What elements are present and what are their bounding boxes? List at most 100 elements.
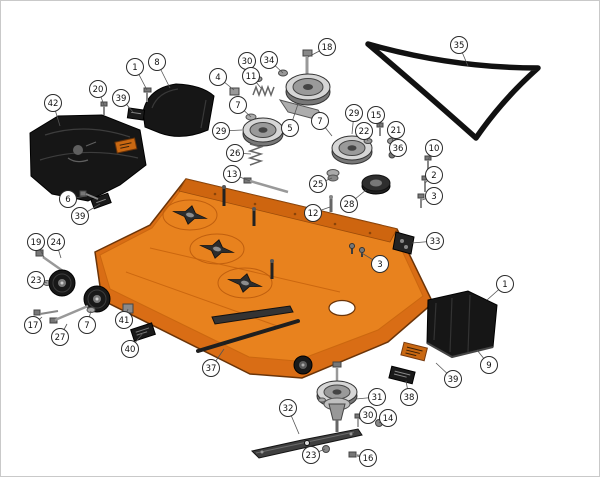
- callout-39[interactable]: 39: [71, 203, 101, 225]
- callout-circle[interactable]: [121, 340, 139, 358]
- callout-circle[interactable]: [115, 311, 133, 329]
- callout-17[interactable]: 17: [24, 316, 43, 334]
- callout-39[interactable]: 39: [435, 362, 462, 388]
- callout-circle[interactable]: [51, 328, 69, 346]
- callout-23[interactable]: 23: [302, 446, 326, 464]
- callout-circle[interactable]: [379, 409, 397, 427]
- callout-circle[interactable]: [304, 204, 322, 222]
- callout-32[interactable]: 32: [279, 399, 300, 435]
- callout-circle[interactable]: [426, 232, 444, 250]
- callout-1[interactable]: 1: [486, 275, 514, 301]
- callout-circle[interactable]: [242, 67, 260, 85]
- callout-25[interactable]: 25: [309, 175, 333, 193]
- callout-35[interactable]: 35: [450, 36, 469, 67]
- callout-16[interactable]: 16: [356, 449, 377, 467]
- callout-2[interactable]: 2: [424, 166, 443, 184]
- callout-circle[interactable]: [311, 112, 329, 130]
- callout-30[interactable]: 30: [358, 406, 377, 424]
- callout-circle[interactable]: [223, 165, 241, 183]
- callout-circle[interactable]: [400, 388, 418, 406]
- callout-3[interactable]: 3: [359, 251, 389, 273]
- callout-circle[interactable]: [359, 449, 377, 467]
- callout-8[interactable]: 8: [148, 53, 171, 89]
- callout-circle[interactable]: [89, 80, 107, 98]
- callout-circle[interactable]: [279, 399, 297, 417]
- callout-39[interactable]: 39: [112, 89, 134, 113]
- callout-20[interactable]: 20: [89, 80, 107, 106]
- callout-15[interactable]: 15: [367, 106, 385, 128]
- callout-circle[interactable]: [444, 370, 462, 388]
- callout-circle[interactable]: [78, 316, 96, 334]
- callout-41[interactable]: 41: [115, 308, 133, 329]
- callout-circle[interactable]: [260, 51, 278, 69]
- callout-22[interactable]: 22: [355, 122, 373, 142]
- callout-1[interactable]: 1: [126, 58, 148, 91]
- callout-circle[interactable]: [212, 122, 230, 140]
- callout-6[interactable]: 6: [59, 190, 88, 208]
- callout-circle[interactable]: [425, 139, 443, 157]
- callout-4[interactable]: 4: [209, 68, 235, 91]
- callout-19[interactable]: 19: [27, 233, 45, 258]
- callout-18[interactable]: 18: [307, 38, 336, 58]
- callout-circle[interactable]: [345, 104, 363, 122]
- callout-5[interactable]: 5: [281, 103, 299, 137]
- callout-circle[interactable]: [480, 356, 498, 374]
- callout-circle[interactable]: [47, 233, 65, 251]
- callout-circle[interactable]: [425, 187, 443, 205]
- callout-circle[interactable]: [27, 271, 45, 289]
- callout-circle[interactable]: [340, 195, 358, 213]
- callout-circle[interactable]: [59, 190, 77, 208]
- callout-34[interactable]: 34: [260, 51, 284, 74]
- callout-circle[interactable]: [112, 89, 130, 107]
- callout-circle[interactable]: [496, 275, 514, 293]
- callout-circle[interactable]: [355, 122, 373, 140]
- callout-40[interactable]: 40: [121, 332, 144, 358]
- callout-13[interactable]: 13: [223, 165, 251, 183]
- callout-21[interactable]: 21: [387, 121, 405, 142]
- callout-38[interactable]: 38: [400, 380, 418, 406]
- callout-23[interactable]: 23: [27, 271, 48, 289]
- callout-36[interactable]: 36: [389, 139, 407, 157]
- callout-circle[interactable]: [450, 36, 468, 54]
- callout-33[interactable]: 33: [411, 232, 444, 250]
- callout-14[interactable]: 14: [378, 409, 397, 427]
- callout-circle[interactable]: [202, 359, 220, 377]
- callout-circle[interactable]: [226, 144, 244, 162]
- callout-29[interactable]: 29: [345, 104, 363, 135]
- callout-circle[interactable]: [359, 406, 377, 424]
- callout-circle[interactable]: [24, 316, 42, 334]
- callout-circle[interactable]: [44, 94, 62, 112]
- callout-circle[interactable]: [148, 53, 166, 71]
- callout-circle[interactable]: [71, 207, 89, 225]
- callout-circle[interactable]: [126, 58, 144, 76]
- callout-9[interactable]: 9: [476, 349, 498, 374]
- callout-circle[interactable]: [209, 68, 227, 86]
- callout-circle[interactable]: [371, 255, 389, 273]
- callout-circle[interactable]: [425, 166, 443, 184]
- callout-circle[interactable]: [368, 388, 386, 406]
- callout-10[interactable]: 10: [425, 139, 443, 161]
- callout-29[interactable]: 29: [212, 122, 243, 140]
- callout-circle[interactable]: [309, 175, 327, 193]
- callout-26[interactable]: 26: [226, 144, 252, 162]
- callout-12[interactable]: 12: [304, 204, 331, 222]
- callout-7[interactable]: 7: [78, 310, 96, 334]
- callout-37[interactable]: 37: [202, 348, 225, 377]
- callout-3[interactable]: 3: [421, 187, 443, 205]
- callout-circle[interactable]: [389, 139, 407, 157]
- callout-7[interactable]: 7: [229, 96, 252, 118]
- callout-circle[interactable]: [302, 446, 320, 464]
- callout-circle[interactable]: [318, 38, 336, 56]
- callout-31[interactable]: 31: [355, 388, 386, 406]
- callout-circle[interactable]: [27, 233, 45, 251]
- callout-42[interactable]: 42: [44, 94, 62, 127]
- callout-7[interactable]: 7: [311, 112, 333, 137]
- callout-circle[interactable]: [281, 119, 299, 137]
- callout-27[interactable]: 27: [51, 323, 69, 346]
- callout-11[interactable]: 11: [242, 67, 262, 89]
- callout-28[interactable]: 28: [340, 189, 367, 213]
- callout-circle[interactable]: [367, 106, 385, 124]
- callout-24[interactable]: 24: [47, 233, 65, 259]
- callout-circle[interactable]: [229, 96, 247, 114]
- callout-circle[interactable]: [387, 121, 405, 139]
